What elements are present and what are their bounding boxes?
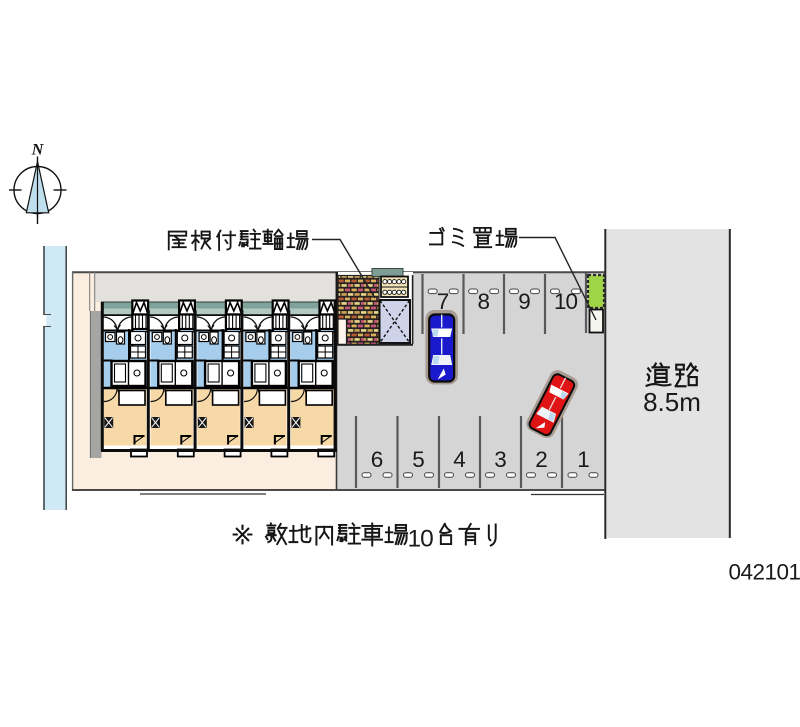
svg-text:042101: 042101 bbox=[728, 560, 800, 585]
svg-text:10: 10 bbox=[554, 289, 578, 314]
svg-text:7: 7 bbox=[437, 289, 450, 314]
svg-text:1: 1 bbox=[577, 447, 590, 472]
svg-text:5: 5 bbox=[412, 447, 425, 472]
svg-text:6: 6 bbox=[371, 447, 384, 472]
svg-text:9: 9 bbox=[518, 289, 531, 314]
svg-text:2: 2 bbox=[535, 447, 548, 472]
svg-text:4: 4 bbox=[453, 447, 466, 472]
svg-text:8.5m: 8.5m bbox=[643, 387, 701, 417]
svg-text:10: 10 bbox=[408, 526, 434, 553]
svg-text:3: 3 bbox=[494, 447, 507, 472]
svg-text:N: N bbox=[31, 142, 45, 159]
svg-text:8: 8 bbox=[477, 289, 490, 314]
